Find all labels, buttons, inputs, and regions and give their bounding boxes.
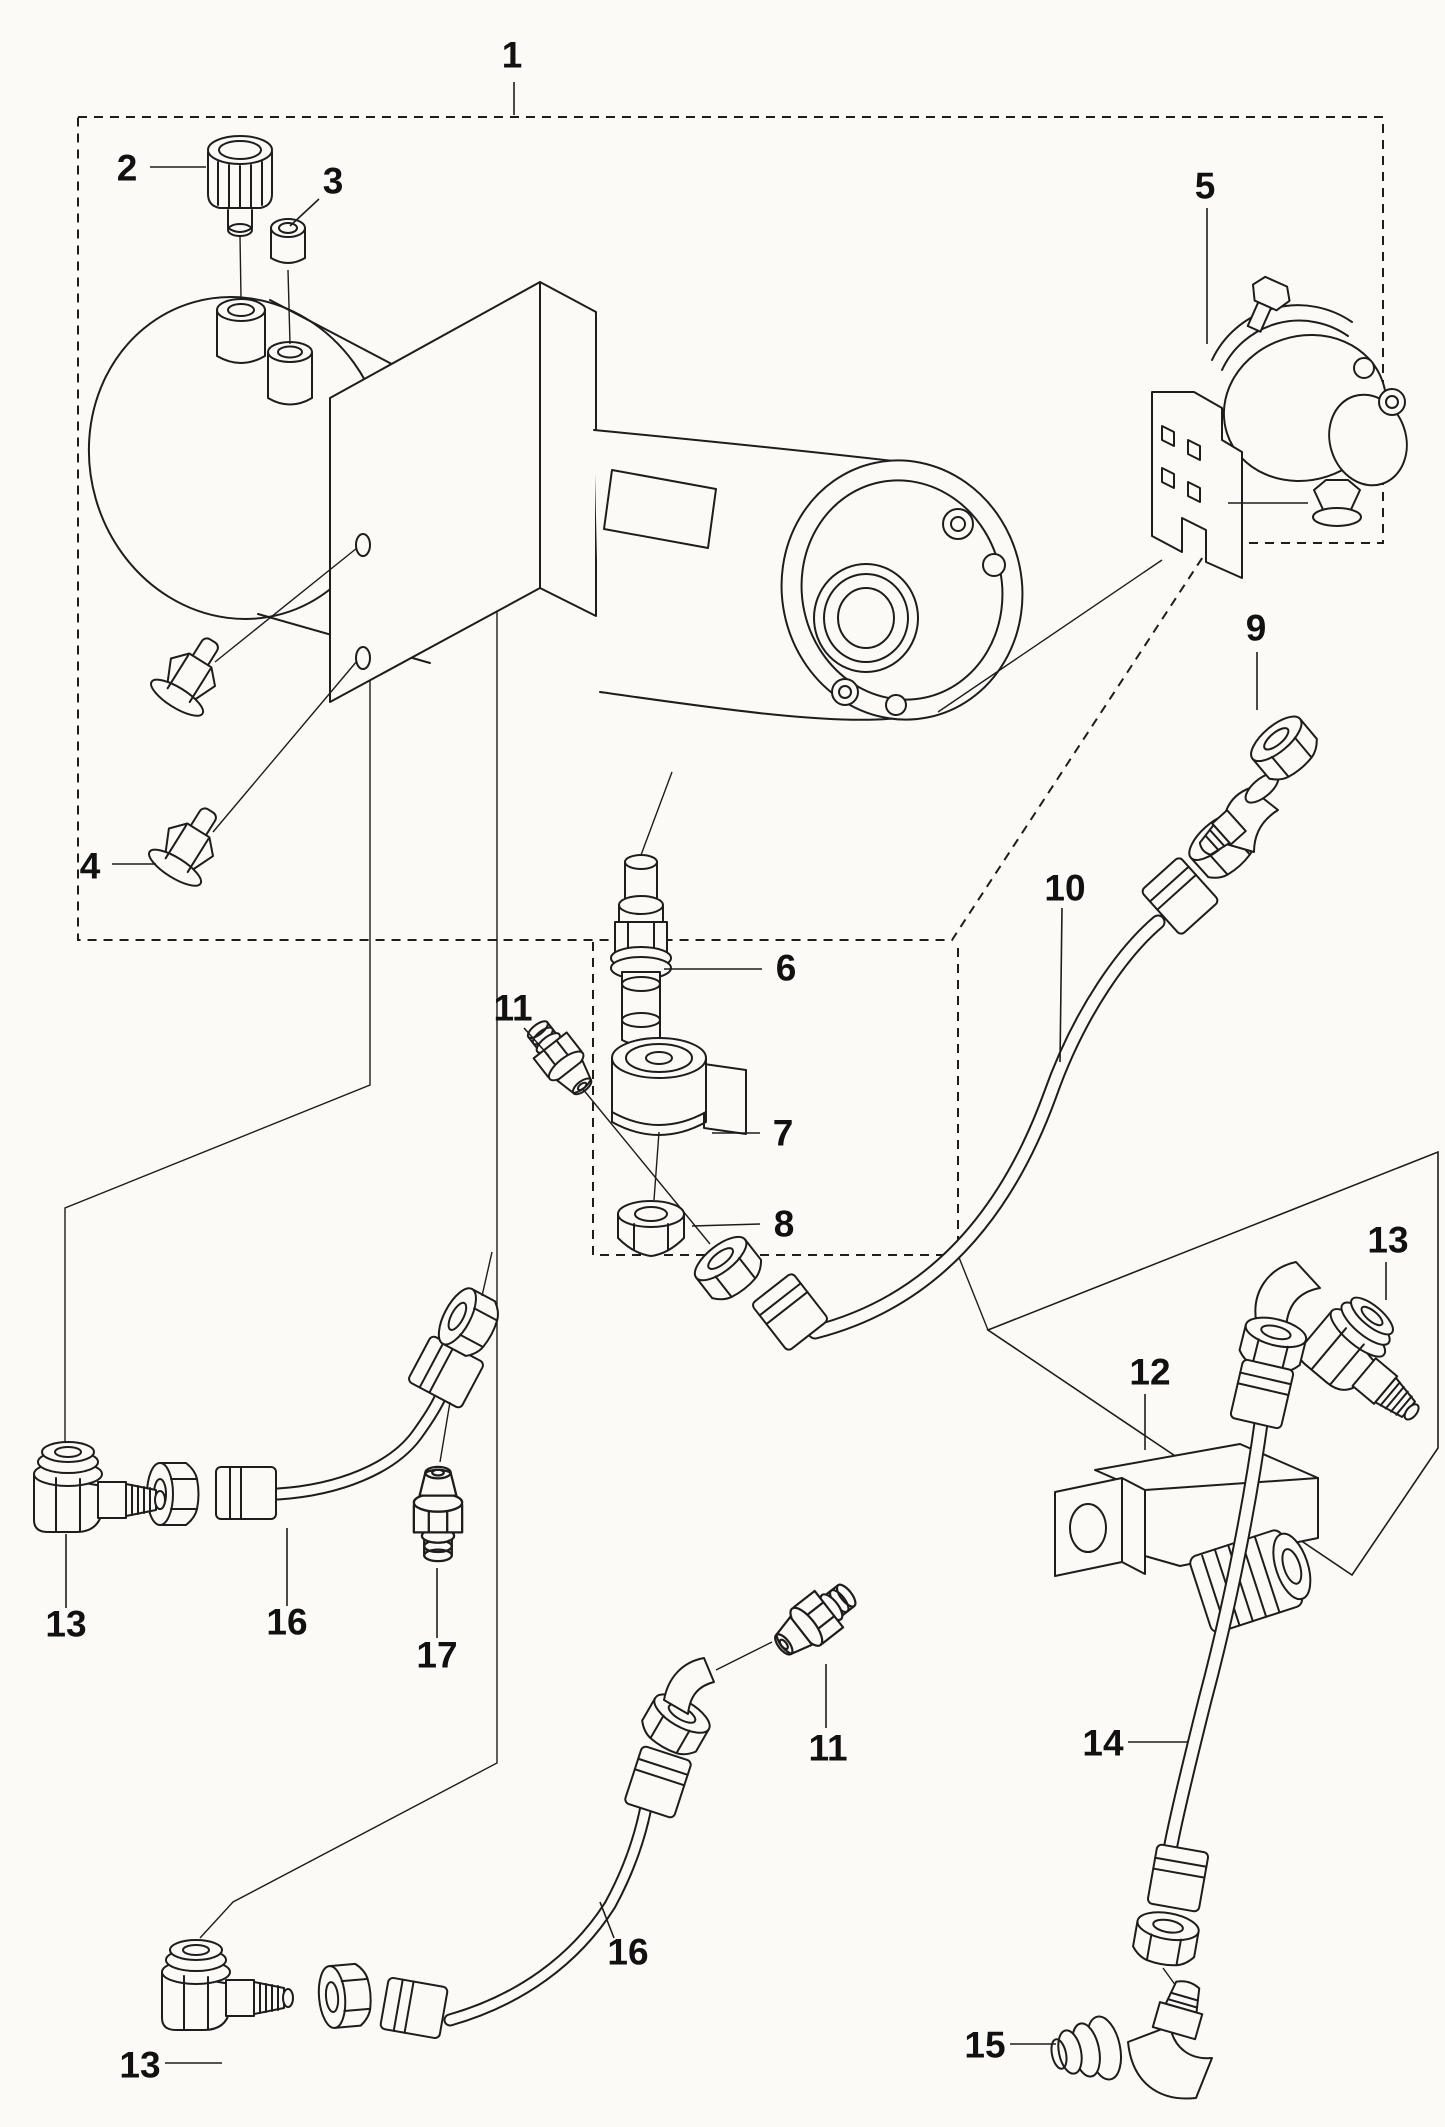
callout-16: 16 [607,1932,648,1973]
callout-7: 7 [773,1113,794,1154]
part-16-hose-upper [146,1251,507,1526]
callout-14: 14 [1082,1723,1124,1764]
callout-1: 1 [502,35,523,76]
part-9-elbow [1198,707,1326,856]
projection-line-center [199,611,498,1939]
part-16-hose-lower [315,1641,773,2040]
part-3-bushing [270,218,306,345]
callout-leader-8 [691,1223,761,1227]
callout-10: 10 [1044,868,1085,909]
dashed-box-valve-group [592,942,959,1256]
callout-13: 13 [45,1604,86,1645]
callout-15: 15 [964,2025,1005,2066]
part-2-filler-cap [207,135,273,299]
callout-17: 17 [416,1635,457,1676]
part-14-hose [1129,1261,1321,1987]
callout-16: 16 [266,1602,307,1643]
projection-line-left [64,680,371,1445]
part-motor [593,429,1024,721]
dashed-box-assembly-1 [77,116,1384,941]
part-6-valve-stem [610,771,673,1059]
part-8-nut [617,1200,685,1257]
callout-6: 6 [776,948,797,989]
callout-13: 13 [119,2045,160,2086]
callout-11: 11 [493,988,532,1029]
callout-12: 12 [1129,1352,1170,1393]
callout-3: 3 [323,161,344,202]
tank-neck-2 [267,341,313,406]
callout-leader-10 [1059,907,1063,1063]
callout-5: 5 [1195,166,1216,207]
part-11-fitting-upper [517,1011,711,1245]
projection-line-panel [957,1254,989,1331]
part-mounting-plate [329,281,597,703]
part-17-fitting [412,1401,464,1563]
callout-2: 2 [117,148,138,189]
part-5-solenoid [937,275,1408,713]
part-4-bolts [148,547,358,887]
callout-leader-3 [289,198,320,227]
callout-9: 9 [1246,608,1267,649]
tank-neck-1 [216,298,266,364]
part-15-elbow [1050,1980,1213,2100]
callout-8: 8 [774,1204,795,1245]
callout-11: 11 [808,1728,847,1769]
callout-leader-16 [599,1901,615,1939]
callout-leader-11 [523,1027,550,1057]
callout-4: 4 [80,846,101,887]
callout-13: 13 [1367,1220,1408,1261]
part-7-coil [611,1037,747,1201]
